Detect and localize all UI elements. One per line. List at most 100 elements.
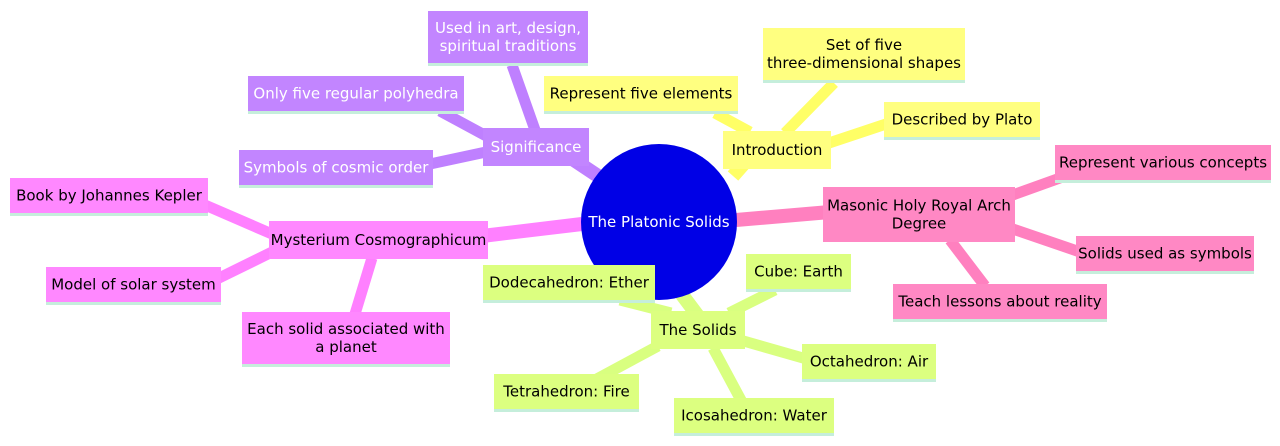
- leaf-icosahedron-box: [674, 398, 834, 436]
- leaf-five-polyhedra-box: [248, 76, 464, 114]
- leaf-icosahedron[interactable]: Icosahedron: Water: [674, 398, 834, 436]
- edge-the-solids-cube: [726, 285, 778, 318]
- leaf-represent-elements[interactable]: Represent five elements: [544, 76, 738, 114]
- leaf-cube-label: Cube: Earth: [754, 263, 843, 281]
- leaf-cosmic-order-box: [239, 150, 433, 188]
- leaf-octahedron[interactable]: Octahedron: Air: [802, 344, 936, 382]
- leaf-dodecahedron-label: Dodecahedron: Ether: [489, 274, 650, 292]
- leaf-described-by-plato-underline: [884, 137, 1040, 140]
- mindmap-nodes: The Platonic Solids Introduction Set of fi…: [10, 11, 1271, 436]
- branch-introduction-label: Introduction: [732, 141, 823, 159]
- leaf-set-of-five-box: [763, 28, 965, 83]
- leaf-dodecahedron-underline: [483, 300, 655, 303]
- leaf-set-of-five-label: Set of five: [826, 36, 902, 54]
- leaf-solid-planet-label: a planet: [315, 338, 377, 356]
- leaf-solar-model-underline: [46, 302, 221, 305]
- leaf-represent-elements-box: [544, 76, 738, 114]
- leaf-represent-concepts-label: Represent various concepts: [1059, 154, 1267, 172]
- leaf-dodecahedron[interactable]: Dodecahedron: Ether: [483, 265, 655, 303]
- leaf-kepler-book-label: Book by Johannes Kepler: [16, 187, 203, 205]
- leaf-tetrahedron-label: Tetrahedron: Fire: [502, 383, 629, 401]
- leaf-solar-model[interactable]: Model of solar system: [46, 267, 221, 305]
- leaf-teach-lessons-underline: [893, 319, 1107, 322]
- branch-masonic-label: Degree: [892, 215, 947, 233]
- leaf-cosmic-order[interactable]: Symbols of cosmic order: [239, 150, 433, 188]
- leaf-solids-as-symbols-underline: [1076, 271, 1254, 274]
- leaf-described-by-plato-label: Described by Plato: [892, 111, 1033, 129]
- leaf-represent-concepts[interactable]: Represent various concepts: [1055, 145, 1271, 183]
- leaf-described-by-plato[interactable]: Described by Plato: [884, 102, 1040, 140]
- branch-mysterium-box: [269, 221, 488, 259]
- edge-masonic-represent-concepts: [1008, 172, 1062, 202]
- leaf-represent-concepts-box: [1055, 145, 1271, 183]
- branch-significance-label: Significance: [491, 138, 582, 156]
- leaf-dodecahedron-box: [483, 265, 655, 303]
- leaf-teach-lessons-label: Teach lessons about reality: [897, 293, 1101, 311]
- root-circle: [581, 144, 737, 300]
- leaf-described-by-plato-box: [884, 102, 1040, 140]
- leaf-kepler-book-underline: [10, 213, 208, 216]
- leaf-art-design-label: Used in art, design,: [435, 19, 581, 37]
- leaf-solid-planet-label: Each solid associated with: [247, 320, 445, 338]
- edge-root-masonic: [735, 205, 831, 227]
- leaf-solids-as-symbols-label: Solids used as symbols: [1078, 245, 1252, 263]
- root-node[interactable]: The Platonic Solids: [581, 144, 737, 300]
- branch-mysterium-label: Mysterium Cosmographicum: [271, 231, 487, 249]
- leaf-represent-concepts-underline: [1055, 180, 1271, 183]
- leaf-cosmic-order-label: Symbols of cosmic order: [244, 159, 430, 177]
- leaf-octahedron-label: Octahedron: Air: [810, 353, 929, 371]
- leaf-art-design-box: [428, 11, 588, 66]
- leaf-tetrahedron-box: [494, 374, 639, 412]
- leaf-solar-model-label: Model of solar system: [51, 276, 216, 294]
- edge-masonic-teach-lessons: [945, 236, 990, 290]
- edge-the-solids-octahedron: [738, 334, 812, 366]
- branch-the-solids[interactable]: The Solids: [651, 311, 745, 349]
- branch-significance-box: [483, 128, 589, 166]
- leaf-solar-model-box: [46, 267, 221, 305]
- leaf-tetrahedron-underline: [494, 409, 639, 412]
- branch-significance[interactable]: Significance: [483, 128, 589, 166]
- branch-mysterium[interactable]: Mysterium Cosmographicum: [269, 221, 488, 259]
- leaf-cosmic-order-underline: [239, 185, 433, 188]
- leaf-kepler-book[interactable]: Book by Johannes Kepler: [10, 178, 208, 216]
- leaf-icosahedron-label: Icosahedron: Water: [681, 407, 828, 425]
- leaf-kepler-book-box: [10, 178, 208, 216]
- edge-introduction-represent-elements: [712, 108, 753, 137]
- leaf-octahedron-box: [802, 344, 936, 382]
- leaf-art-design[interactable]: Used in art, design,spiritual traditions: [428, 11, 588, 66]
- leaf-represent-elements-underline: [544, 111, 738, 114]
- edge-mysterium-kepler-book: [202, 199, 275, 240]
- leaf-represent-elements-label: Represent five elements: [550, 85, 733, 103]
- leaf-solid-planet-box: [242, 312, 450, 367]
- leaf-solid-planet-underline: [242, 364, 450, 367]
- leaf-cube-underline: [746, 289, 851, 292]
- branch-masonic-box: [823, 187, 1015, 242]
- leaf-teach-lessons[interactable]: Teach lessons about reality: [893, 284, 1107, 322]
- leaf-tetrahedron[interactable]: Tetrahedron: Fire: [494, 374, 639, 412]
- edge-mysterium-solid-planet: [349, 256, 378, 316]
- leaf-five-polyhedra[interactable]: Only five regular polyhedra: [248, 76, 464, 114]
- leaf-art-design-underline: [428, 63, 588, 66]
- branch-the-solids-box: [651, 311, 745, 349]
- branch-introduction[interactable]: Introduction: [723, 131, 831, 169]
- leaf-solids-as-symbols[interactable]: Solids used as symbols: [1076, 236, 1254, 274]
- branch-the-solids-label: The Solids: [658, 321, 736, 339]
- branch-introduction-box: [723, 131, 831, 169]
- leaf-icosahedron-underline: [674, 433, 834, 436]
- leaf-solids-as-symbols-box: [1076, 236, 1254, 274]
- root-label: The Platonic Solids: [587, 213, 729, 231]
- edge-root-mysterium: [481, 217, 583, 243]
- edge-significance-cosmic-order: [428, 146, 488, 170]
- leaf-set-of-five-label: three-dimensional shapes: [767, 54, 961, 72]
- edge-the-solids-icosahedron: [708, 345, 747, 405]
- leaf-cube[interactable]: Cube: Earth: [746, 254, 851, 292]
- leaf-five-polyhedra-label: Only five regular polyhedra: [253, 85, 458, 103]
- edge-introduction-set-of-five: [781, 79, 838, 137]
- edge-masonic-solids-as-symbols: [1008, 222, 1082, 258]
- branch-masonic-label: Masonic Holy Royal Arch: [827, 197, 1011, 215]
- edge-introduction-described-by-plato: [824, 118, 888, 150]
